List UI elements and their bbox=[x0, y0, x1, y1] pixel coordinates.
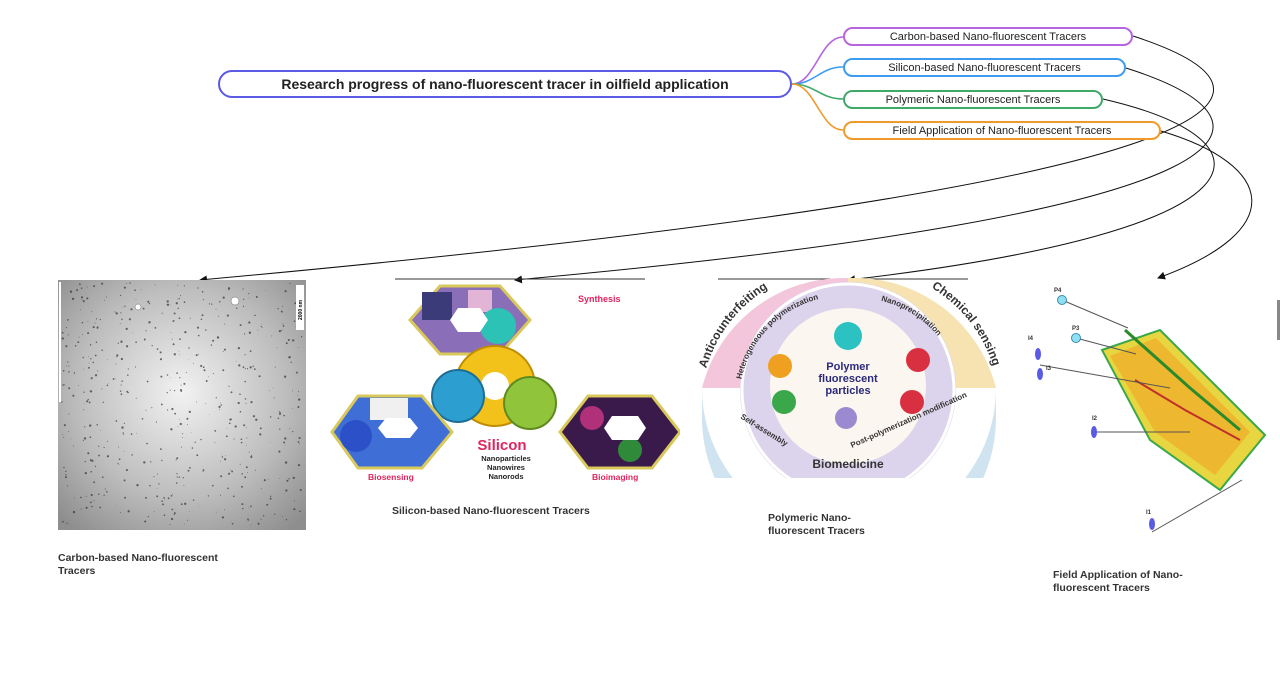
branch-polymer[interactable]: Polymeric Nano-fluorescent Tracers bbox=[843, 90, 1103, 109]
root-label: Research progress of nano-fluorescent tr… bbox=[281, 76, 729, 92]
caption-carbon-line2: Tracers bbox=[58, 565, 96, 577]
well-i4: I4 bbox=[1028, 336, 1034, 342]
branch-connector-1 bbox=[791, 36, 844, 85]
biosensing-label: Biosensing bbox=[368, 472, 414, 482]
caption-carbon-line1: Carbon-based Nano-fluorescent bbox=[58, 552, 218, 564]
carbon-micrograph: 2000 nm bbox=[58, 280, 306, 530]
silicon-item-1: Nanoparticles bbox=[481, 454, 531, 463]
arrow-field bbox=[1157, 130, 1253, 280]
silicon-diagram: Synthesis Biosensing Bioimaging Silicon … bbox=[330, 284, 680, 482]
well-i1: I1 bbox=[1146, 510, 1152, 516]
silicon-item-2: Nanowires bbox=[487, 463, 525, 472]
silicon-item-3: Nanorods bbox=[488, 472, 523, 481]
scale-label: 2000 nm bbox=[298, 299, 304, 320]
caption-silicon: Silicon-based Nano-fluorescent Tracers bbox=[392, 505, 590, 517]
well-i2: I2 bbox=[1092, 416, 1098, 422]
caption-polymer: Polymeric Nano- fluorescent Tracers bbox=[768, 512, 908, 538]
caption-carbon: Carbon-based Nano-fluorescent Tracers bbox=[58, 552, 278, 578]
branch-carbon-label: Carbon-based Nano-fluorescent Tracers bbox=[889, 30, 1087, 43]
caption-field-line2: fluorescent Tracers bbox=[1053, 582, 1150, 594]
bioimaging-label: Bioimaging bbox=[592, 472, 638, 482]
field-diagram: P4 P3 I4 I3 I2 I1 bbox=[1028, 288, 1267, 533]
branch-polymer-label: Polymeric Nano-fluorescent Tracers bbox=[885, 93, 1061, 106]
arrow-polymer bbox=[847, 98, 1215, 284]
scrollbar[interactable] bbox=[1277, 300, 1280, 340]
branch-silicon-label: Silicon-based Nano-fluorescent Tracers bbox=[888, 61, 1081, 74]
branch-field-label: Field Application of Nano-fluorescent Tr… bbox=[892, 124, 1112, 137]
polymer-diagram: Polymer fluorescent particles Anticounte… bbox=[696, 278, 1004, 478]
polymer-center-2: fluorescent bbox=[818, 373, 878, 385]
caption-field: Field Application of Nano- fluorescent T… bbox=[1053, 569, 1233, 595]
branch-connector-4 bbox=[791, 83, 844, 131]
synthesis-label: Synthesis bbox=[578, 294, 621, 304]
branch-field[interactable]: Field Application of Nano-fluorescent Tr… bbox=[843, 121, 1161, 140]
well-i3: I3 bbox=[1046, 366, 1052, 372]
well-p4: P4 bbox=[1054, 288, 1062, 294]
branch-carbon[interactable]: Carbon-based Nano-fluorescent Tracers bbox=[843, 27, 1133, 46]
caption-field-line1: Field Application of Nano- bbox=[1053, 569, 1183, 581]
caption-polymer-line2: fluorescent Tracers bbox=[768, 525, 865, 537]
branch-silicon[interactable]: Silicon-based Nano-fluorescent Tracers bbox=[843, 58, 1126, 77]
well-p3: P3 bbox=[1072, 326, 1080, 332]
caption-polymer-line1: Polymeric Nano- bbox=[768, 512, 851, 524]
biomedicine-label: Biomedicine bbox=[812, 457, 884, 471]
root-node[interactable]: Research progress of nano-fluorescent tr… bbox=[218, 70, 792, 98]
arrow-silicon bbox=[514, 67, 1214, 284]
silicon-title: Silicon bbox=[477, 437, 526, 454]
arrow-carbon bbox=[199, 35, 1214, 284]
polymer-center-1: Polymer bbox=[826, 361, 870, 373]
polymer-center-3: particles bbox=[825, 385, 870, 397]
